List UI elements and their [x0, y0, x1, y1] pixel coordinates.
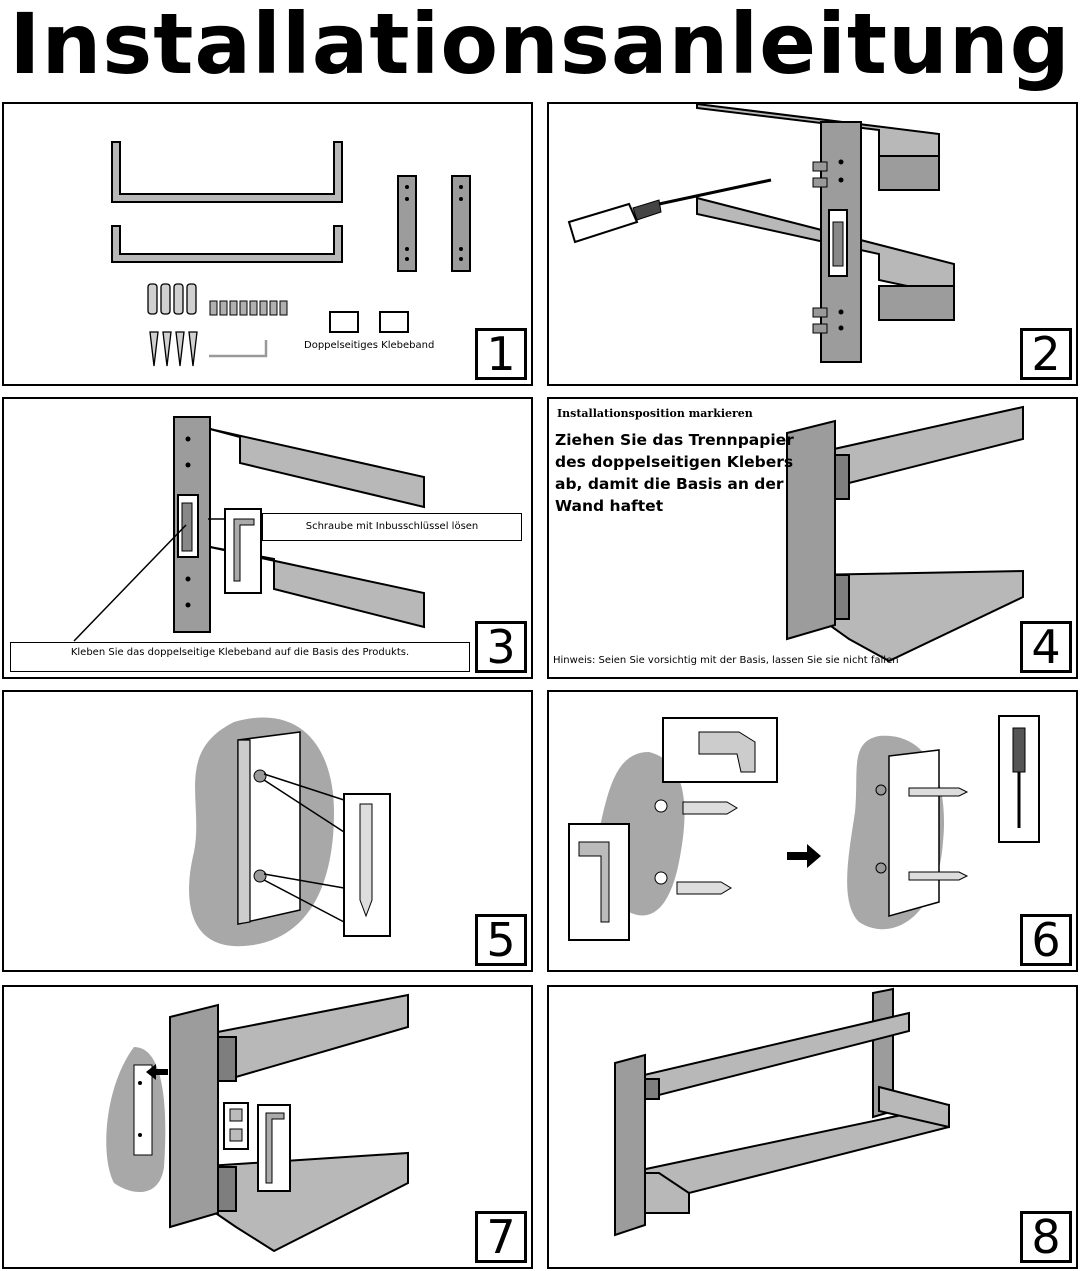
panel-step-6: 6	[547, 690, 1078, 972]
panel-step-1: Doppelseitiges Klebeband 1	[2, 102, 533, 386]
panel-step-2: 2	[547, 102, 1078, 386]
step-number-3: 3	[475, 621, 527, 673]
hex-key-illustration	[73, 416, 425, 642]
drill-and-anchor-illustration	[568, 715, 1040, 941]
step-number-1: 1	[475, 328, 527, 380]
callout-loosen-screw: Schraube mit Inbusschlüssel lösen	[262, 513, 522, 541]
step-number-7: 7	[475, 1211, 527, 1263]
panel-step-3: Schraube mit Inbusschlüssel lösen Kleben…	[2, 397, 533, 679]
step-number-2: 2	[1020, 328, 1072, 380]
step-number-5: 5	[475, 914, 527, 966]
step-heading: Installationsposition markieren	[557, 407, 753, 420]
panel-step-5: 5	[2, 690, 533, 972]
mount-illustration	[786, 405, 1024, 663]
screwdriver-illustration	[567, 104, 955, 363]
finished-rack-illustration	[614, 987, 950, 1237]
callout-apply-tape: Kleben Sie das doppelseitige Klebeband a…	[10, 642, 470, 672]
step-instruction: Ziehen Sie das Trennpapier des doppelsei…	[555, 431, 794, 515]
step-number-6: 6	[1020, 914, 1072, 966]
attach-rack-illustration	[106, 993, 409, 1253]
tape-label: Doppelseitiges Klebeband	[304, 340, 435, 351]
step-number-4: 4	[1020, 621, 1072, 673]
step-hint: Hinweis: Seien Sie vorsichtig mit der Ba…	[553, 655, 899, 666]
panel-step-7: 7	[2, 985, 533, 1269]
panel-step-8: 8	[547, 985, 1078, 1269]
panel-step-4: Installationsposition markieren Ziehen S…	[547, 397, 1078, 679]
parts-illustration	[111, 141, 471, 367]
step-number-8: 8	[1020, 1211, 1072, 1263]
page-title: Installationsanleitung	[9, 0, 1071, 93]
mark-holes-illustration	[189, 717, 391, 947]
